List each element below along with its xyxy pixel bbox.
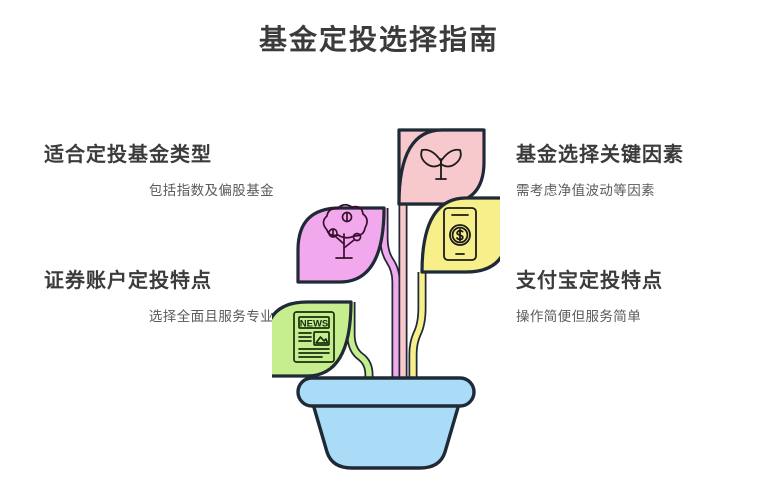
block-top-left-subtext: 包括指数及偏股基金 <box>148 183 274 198</box>
block-bottom-left: 证券账户定投特点 选择全面且服务专业 <box>44 268 274 327</box>
block-top-right-heading: 基金选择关键因素 <box>516 144 684 166</box>
leaf-bottom-right <box>420 196 500 274</box>
mobile-payment-icon <box>443 207 477 261</box>
block-bottom-right-subtext: 操作简便但服务简单 <box>516 309 642 324</box>
block-bottom-left-heading: 证券账户定投特点 <box>44 270 212 292</box>
pot-rim <box>296 376 476 408</box>
block-top-left-heading: 适合定投基金类型 <box>44 144 212 166</box>
leaf-top-right <box>397 128 486 206</box>
money-tree-icon <box>322 203 368 259</box>
newspaper-icon: NEWS <box>293 311 335 363</box>
block-bottom-right-heading: 支付宝定投特点 <box>516 270 663 292</box>
leaf-bottom-left: NEWS <box>272 300 353 378</box>
block-top-right: 基金选择关键因素 需考虑净值波动等因素 <box>516 142 751 201</box>
newspaper-label: NEWS <box>300 319 329 330</box>
block-bottom-right: 支付宝定投特点 操作简便但服务简单 <box>516 268 751 327</box>
leaf-top-left <box>296 203 386 284</box>
flower-pot <box>296 376 476 470</box>
block-top-left: 适合定投基金类型 包括指数及偏股基金 <box>44 142 274 201</box>
page-title: 基金定投选择指南 <box>258 24 499 55</box>
sprout-icon <box>420 148 462 180</box>
block-bottom-left-subtext: 选择全面且服务专业 <box>148 309 274 324</box>
potted-plant-illustration: NEWS <box>272 112 500 484</box>
block-top-right-subtext: 需考虑净值波动等因素 <box>516 183 655 198</box>
